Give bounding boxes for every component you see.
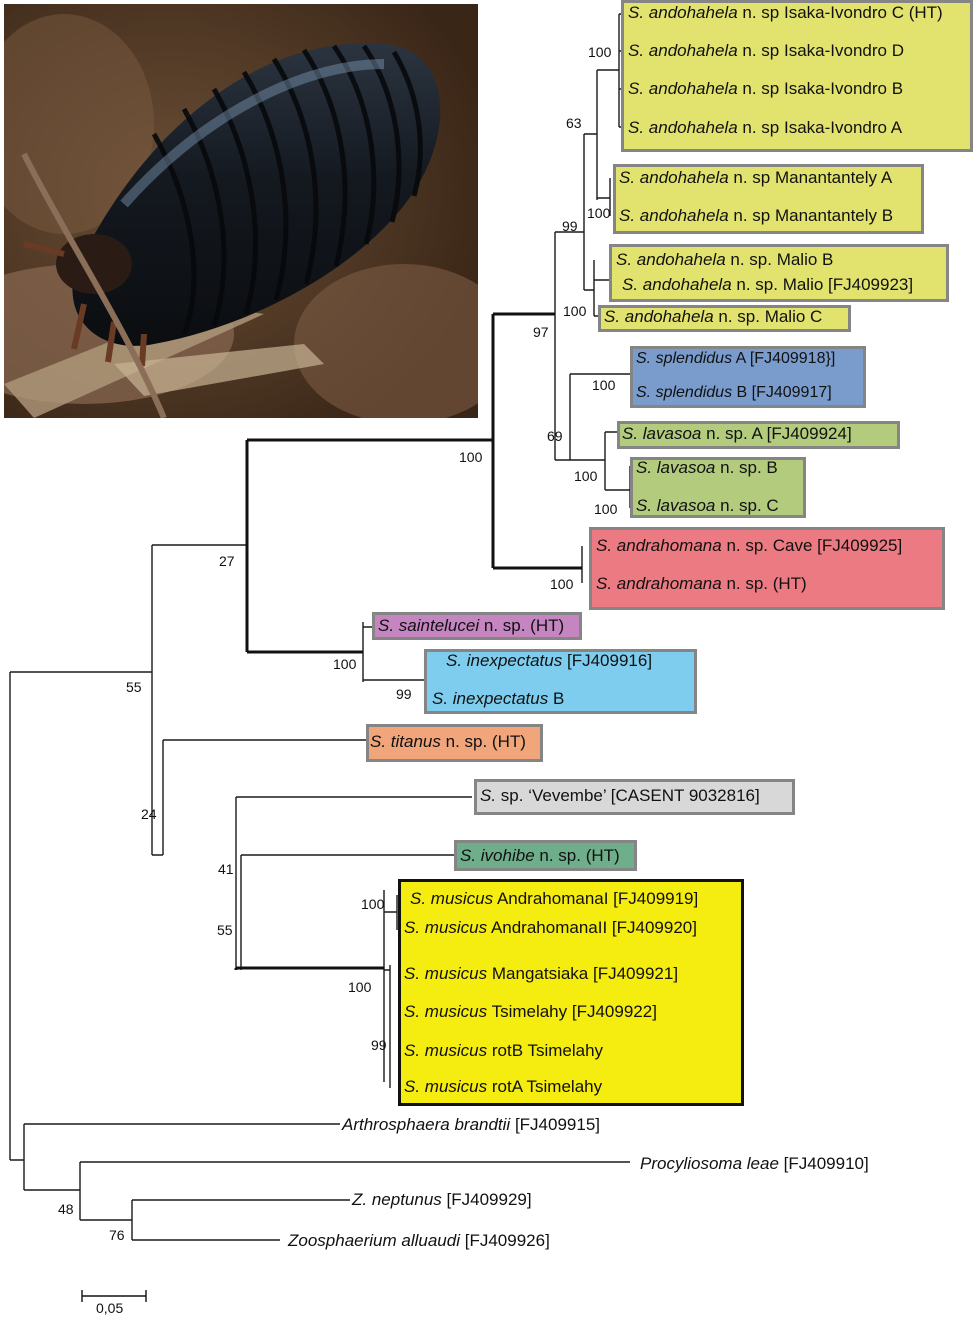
taxon-label: S. musicus rotA Tsimelahy — [404, 1077, 603, 1096]
taxon-label: S. andrahomana n. sp. (HT) — [596, 574, 807, 593]
clade-box-ivohibe — [454, 840, 637, 871]
taxon-label: S. andohahela n. sp. Malio C — [604, 307, 823, 326]
support-value: 99 — [371, 1037, 387, 1053]
clade-box-vevembe — [474, 779, 795, 815]
support-value: 63 — [566, 115, 582, 131]
support-value: 24 — [141, 806, 157, 822]
clade-box-lavasoa-a — [617, 421, 900, 449]
clade-box-saintelucei — [372, 612, 582, 640]
support-value: 100 — [348, 979, 372, 995]
clade-box-andohahela-isaka — [621, 0, 973, 152]
support-value: 100 — [592, 377, 616, 393]
support-value: 100 — [587, 205, 611, 221]
support-value: 48 — [58, 1201, 74, 1217]
support-value: 100 — [333, 656, 357, 672]
clade-box-andohahela-malio — [609, 244, 949, 302]
support-value: 69 — [547, 428, 563, 444]
support-value: 99 — [562, 218, 578, 234]
taxon-label: S. lavasoa n. sp. A [FJ409924] — [622, 424, 852, 443]
clade-box-inexpectatus — [424, 649, 697, 714]
taxon-label: S. musicus Tsimelahy [FJ409922] — [404, 1002, 657, 1021]
support-value: 100 — [550, 576, 574, 592]
taxon-label: S. sp. ‘Vevembe’ [CASENT 9032816] — [480, 786, 760, 805]
support-value: 100 — [459, 449, 483, 465]
outgroup-label: Procyliosoma leae [FJ409910] — [640, 1154, 869, 1173]
outgroup-label: Z. neptunus [FJ409929] — [352, 1190, 532, 1209]
outgroup-label: Arthrosphaera brandtii [FJ409915] — [342, 1115, 601, 1134]
taxon-label: S. ivohibe n. sp. (HT) — [460, 846, 620, 865]
taxon-label: S. titanus n. sp. (HT) — [370, 732, 526, 751]
support-value: 55 — [126, 679, 142, 695]
scale-bar-label: 0,05 — [96, 1300, 124, 1316]
clade-box-andohahela-manantantely — [613, 164, 924, 234]
taxon-label: S. andrahomana n. sp. Cave [FJ409925] — [596, 536, 903, 555]
support-value: 76 — [109, 1227, 125, 1243]
support-value: 100 — [588, 44, 612, 60]
taxon-label: S. splendidus B [FJ409917] — [636, 384, 832, 401]
taxon-label: S. andohahela n. sp Isaka-Ivondro A — [628, 118, 903, 137]
taxon-label: S. musicus AndrahomanaI [FJ409919] — [410, 889, 699, 908]
taxon-label: S. lavasoa n. sp. C — [636, 496, 779, 515]
taxon-label: S. andohahela n. sp Manantantely B — [619, 206, 894, 225]
taxon-label: S. andohahela n. sp Isaka-Ivondro B — [628, 79, 904, 98]
support-value: 97 — [533, 324, 549, 340]
clade-box-titanus — [366, 724, 543, 762]
clade-box-andohahela-malio-c — [598, 305, 851, 332]
tree-thick-branches — [234, 312, 582, 970]
clade-box-andrahomana — [589, 527, 945, 610]
clade-box-splendidus — [630, 346, 866, 408]
taxon-label: S. inexpectatus [FJ409916] — [446, 651, 653, 670]
taxon-label: S. andohahela n. sp Isaka-Ivondro D — [628, 41, 904, 60]
taxon-label: S. andohahela n. sp Manantantely A — [619, 168, 893, 187]
taxon-label: S. andohahela n. sp. Malio [FJ409923] — [622, 275, 914, 294]
taxon-label: S. splendidus A [FJ409918}] — [636, 350, 836, 367]
taxon-label: S. saintelucei n. sp. (HT) — [378, 616, 565, 635]
scale-bar — [81, 1290, 147, 1302]
taxon-label: S. lavasoa n. sp. B — [636, 458, 778, 477]
support-value: 41 — [218, 861, 234, 877]
taxon-label: S. musicus AndrahomanaII [FJ409920] — [404, 918, 697, 937]
support-value: 100 — [594, 501, 618, 517]
support-value: 27 — [219, 553, 235, 569]
support-value: 99 — [396, 686, 412, 702]
taxon-label: S. andohahela n. sp Isaka-Ivondro C (HT) — [628, 3, 943, 22]
taxon-label: S. andohahela n. sp. Malio B — [616, 250, 834, 269]
taxon-label: S. musicus rotB Tsimelahy — [404, 1041, 604, 1060]
support-value: 100 — [574, 468, 598, 484]
taxon-label: S. inexpectatus B — [432, 689, 565, 708]
support-value: 100 — [563, 303, 587, 319]
taxon-label: S. musicus Mangatsiaka [FJ409921] — [404, 964, 679, 983]
clade-box-lavasoa-bc — [630, 457, 806, 518]
millipede-photo — [4, 4, 478, 418]
support-value: 55 — [217, 922, 233, 938]
clade-box-musicus — [398, 879, 744, 1106]
outgroup-label: Zoosphaerium alluaudi [FJ409926] — [288, 1231, 550, 1250]
support-value: 100 — [361, 896, 385, 912]
